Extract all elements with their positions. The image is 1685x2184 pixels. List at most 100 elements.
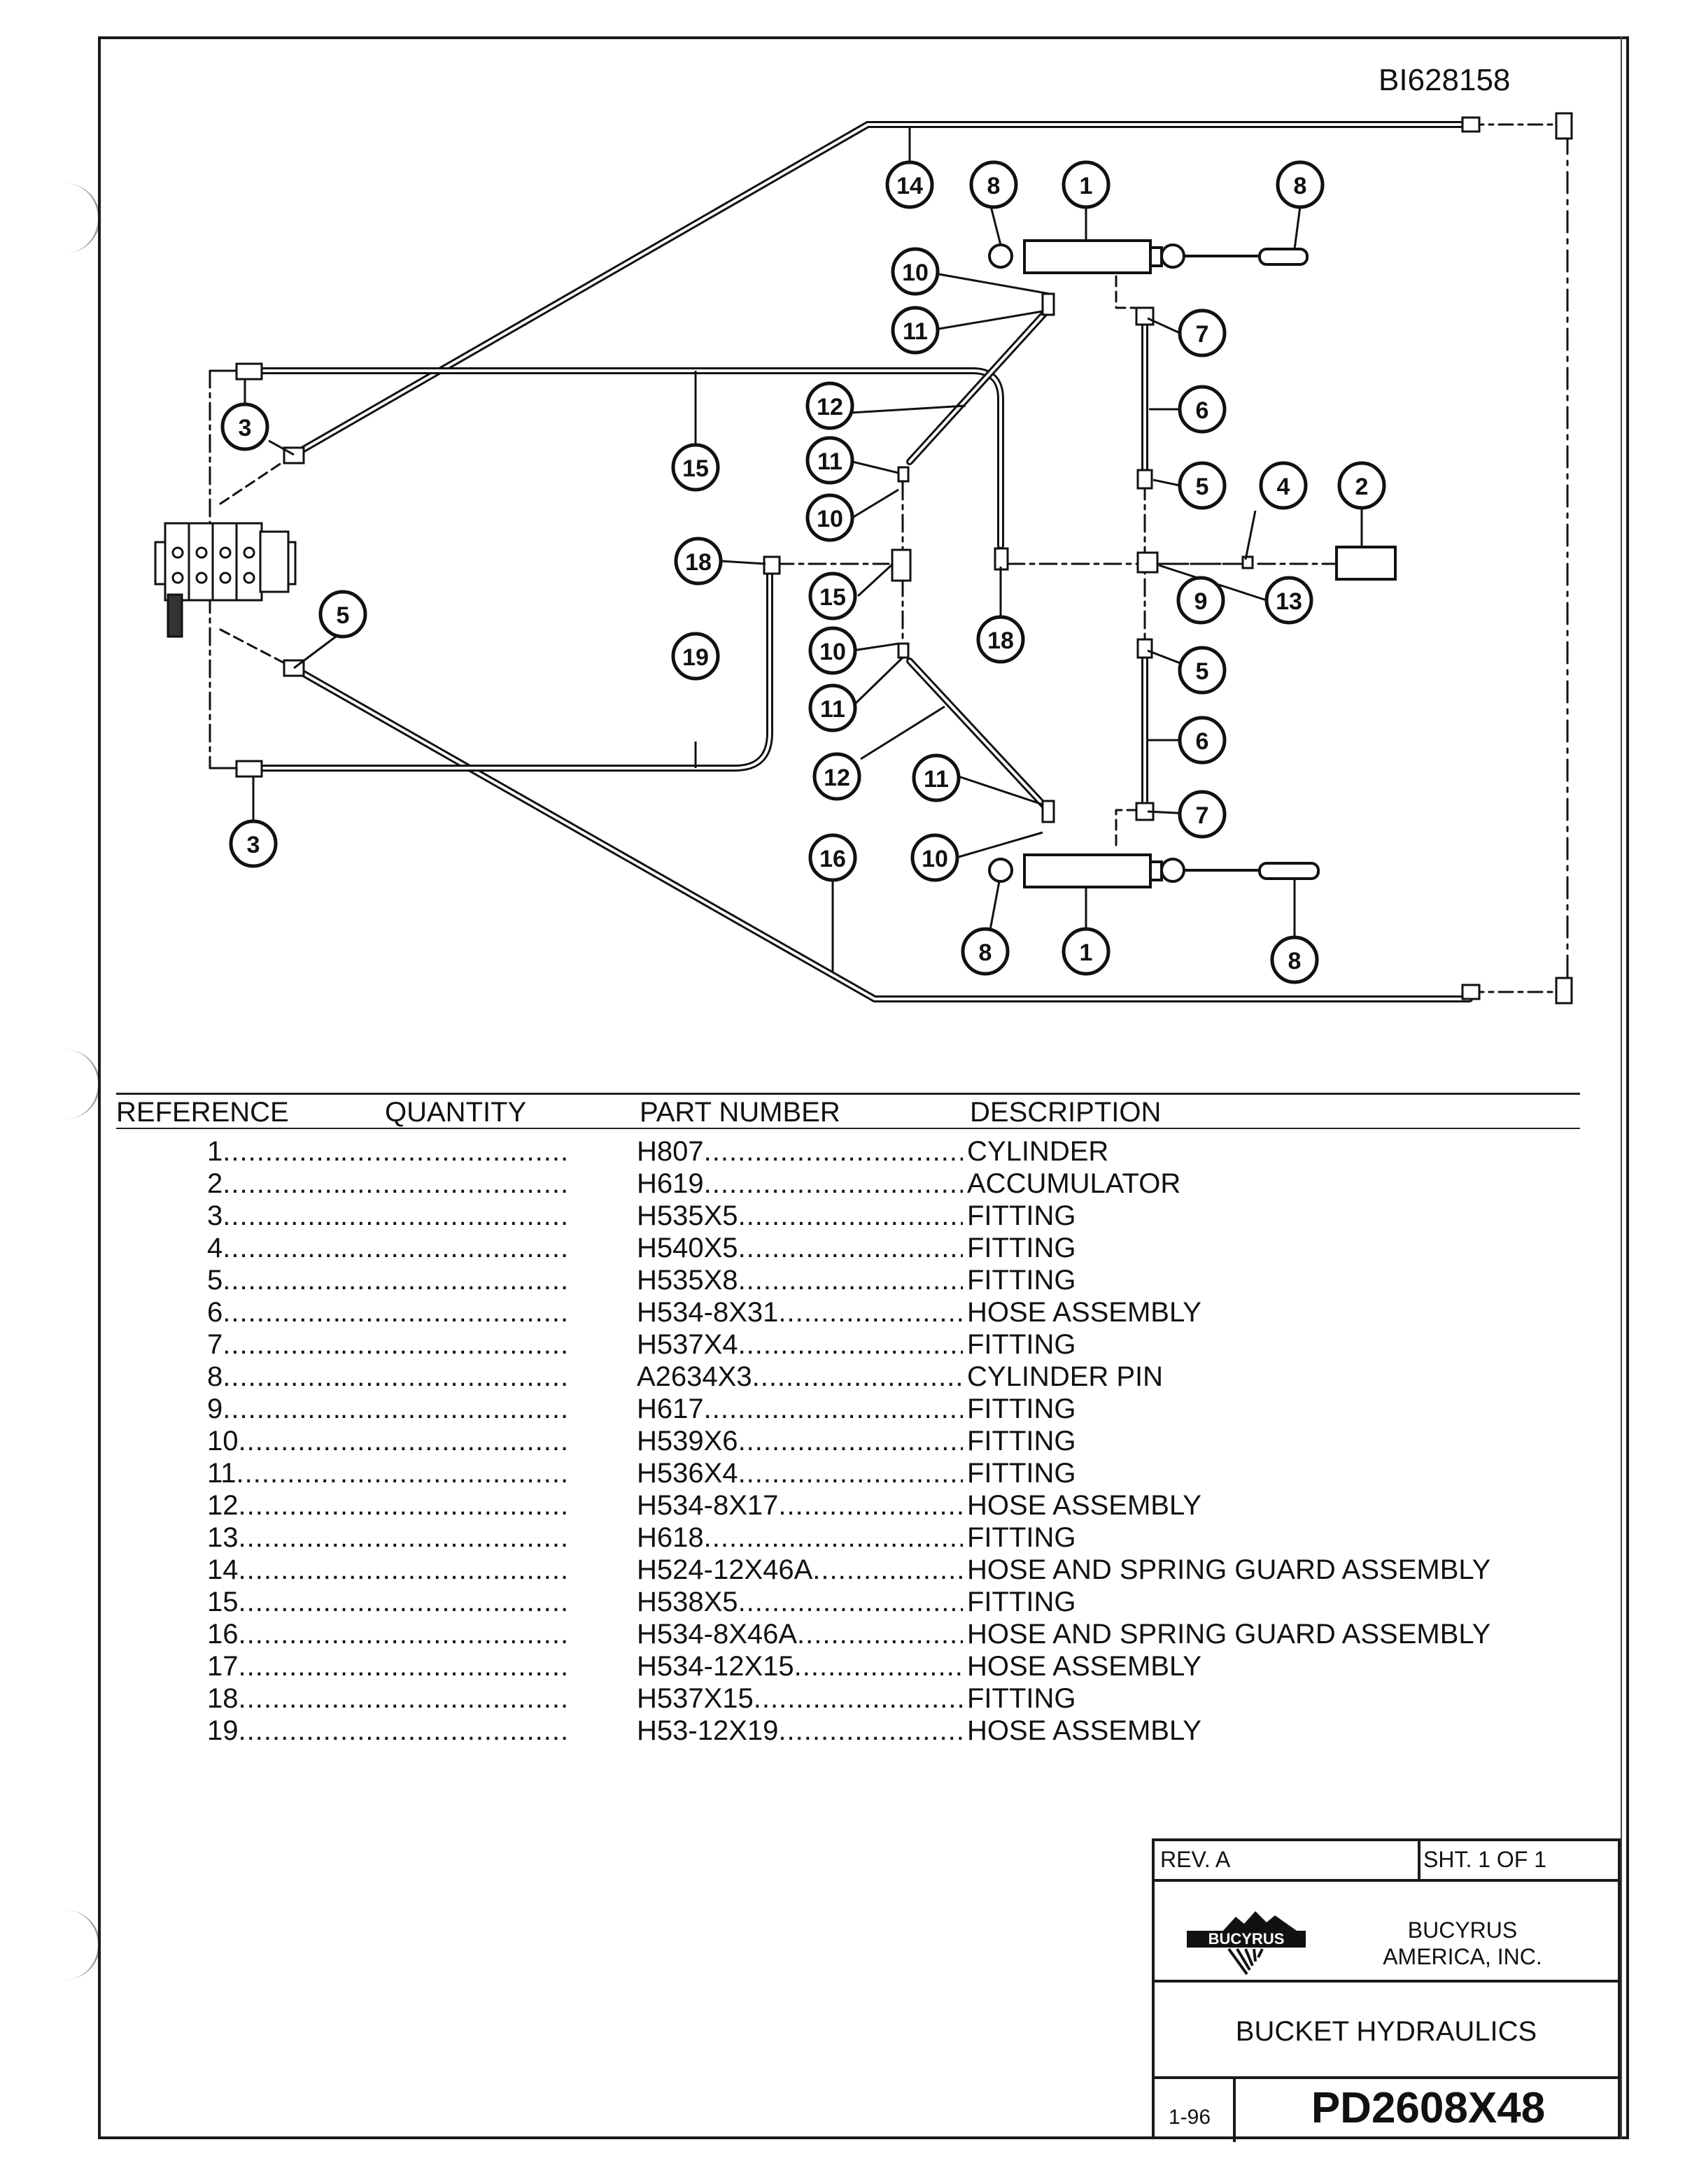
- callout-7: 7: [1178, 309, 1227, 357]
- leader-dots: ........................................…: [738, 1587, 963, 1617]
- leader-dots: ........................................…: [703, 1136, 963, 1167]
- cell-reference-text: 9: [207, 1394, 223, 1424]
- cell-reference-text: 2: [207, 1168, 223, 1199]
- leader-dots: ........................................…: [738, 1200, 963, 1231]
- leader-dots: ........................................…: [340, 1265, 571, 1296]
- cell-reference: 9.......................................…: [207, 1394, 340, 1425]
- callout-10: 10: [891, 247, 940, 296]
- callout-label: 8: [987, 173, 1001, 199]
- leader-dots: ........................................…: [340, 1329, 571, 1360]
- leader-dots: ........................................…: [703, 1522, 963, 1553]
- callout-14: 14: [885, 160, 934, 209]
- leader-dots: ........................................…: [778, 1715, 963, 1746]
- callout-label: 7: [1196, 802, 1209, 829]
- cell-description-text: FITTING: [967, 1394, 1076, 1424]
- cell-reference: 5.......................................…: [207, 1265, 340, 1296]
- cell-part-number-text: H524-12X46A: [637, 1554, 813, 1585]
- callout-label: 5: [1196, 658, 1209, 685]
- cell-reference-text: 1: [207, 1136, 223, 1167]
- cell-description-text: CYLINDER PIN: [967, 1361, 1164, 1392]
- cell-reference-text: 18: [207, 1683, 239, 1714]
- cell-reference: 17......................................…: [207, 1651, 340, 1682]
- header-part-number: PART NUMBER: [640, 1097, 840, 1128]
- cell-reference: 2.......................................…: [207, 1168, 340, 1200]
- hydraulic-schematic: 14 8 1 8 10 11 7 12 6 3 15 11 5 4 2 10 1…: [154, 112, 1573, 1005]
- leader-dots: ........................................…: [340, 1361, 571, 1392]
- callout-label: 8: [1294, 173, 1307, 199]
- cell-part-number-text: H538X5: [637, 1587, 738, 1617]
- accumulator: [1335, 546, 1397, 581]
- cell-part-number-text: H53-12X19: [637, 1715, 779, 1746]
- table-row: 19......................................…: [116, 1715, 1580, 1747]
- cell-reference-text: 16: [207, 1619, 239, 1650]
- cell-part-number: H536X4..................................…: [637, 1458, 963, 1489]
- callout-label: 15: [682, 455, 709, 482]
- cell-description: CYLINDER: [967, 1136, 1108, 1168]
- leader-dots: ........................................…: [753, 1683, 963, 1714]
- callout-8: 8: [1276, 160, 1325, 209]
- cell-description: HOSE ASSEMBLY: [967, 1651, 1201, 1682]
- leader-dots: ........................................…: [340, 1587, 571, 1617]
- cell-quantity: ........................................…: [340, 1329, 571, 1361]
- cell-part-number: H537X15.................................…: [637, 1683, 963, 1715]
- callout-15: 15: [808, 572, 857, 621]
- leader-dots: ........................................…: [738, 1233, 963, 1263]
- cell-part-number-text: H534-8X17: [637, 1490, 779, 1521]
- cell-quantity: ........................................…: [340, 1265, 571, 1296]
- leader-dots: ........................................…: [738, 1265, 963, 1296]
- callout-label: 5: [1196, 474, 1209, 500]
- table-row: 9.......................................…: [116, 1394, 1580, 1426]
- callout-11: 11: [808, 683, 857, 732]
- callout-label: 9: [1194, 588, 1208, 615]
- leader-dots: ........................................…: [703, 1168, 963, 1199]
- leader-dots: ........................................…: [340, 1683, 571, 1714]
- leader-dots: ........................................…: [778, 1297, 963, 1328]
- callout-5: 5: [1178, 646, 1227, 695]
- company-line-1: BUCYRUS: [1407, 1917, 1518, 1943]
- cell-reference: 15......................................…: [207, 1587, 340, 1618]
- leader-dots: ........................................…: [738, 1458, 963, 1489]
- date-code: 1-96: [1169, 2106, 1211, 2129]
- cell-part-number: A2634X3.................................…: [637, 1361, 963, 1393]
- callout-label: 11: [817, 448, 842, 475]
- table-row: 6.......................................…: [116, 1297, 1580, 1329]
- callout-label: 18: [685, 549, 712, 576]
- cell-quantity: ........................................…: [340, 1200, 571, 1232]
- callout-label: 6: [1196, 728, 1209, 755]
- title-block-divider: [1155, 1980, 1618, 1983]
- leader-dots: ........................................…: [223, 1233, 340, 1263]
- cell-part-number: H807....................................…: [637, 1136, 963, 1168]
- table-row: 7.......................................…: [116, 1329, 1580, 1361]
- callout-label: 1: [1080, 939, 1093, 966]
- leader-dots: ........................................…: [238, 1587, 341, 1617]
- table-row: 12......................................…: [116, 1490, 1580, 1522]
- cell-reference: 8.......................................…: [207, 1361, 340, 1393]
- cell-reference-text: 13: [207, 1522, 239, 1553]
- callout-label: 7: [1196, 321, 1209, 348]
- leader-dots: ........................................…: [703, 1394, 963, 1424]
- leader-dots: ........................................…: [340, 1619, 571, 1650]
- cell-description: FITTING: [967, 1683, 1076, 1715]
- table-row: 3.......................................…: [116, 1200, 1580, 1233]
- callout-label: 3: [239, 415, 252, 441]
- header-reference: REFERENCE: [116, 1097, 289, 1128]
- cell-quantity: ........................................…: [340, 1554, 571, 1586]
- cell-part-number: H534-12X15..............................…: [637, 1651, 963, 1682]
- callout-6: 6: [1178, 716, 1227, 765]
- title-block-divider: [1233, 2076, 1236, 2142]
- table-row: 5.......................................…: [116, 1265, 1580, 1297]
- callout-16: 16: [808, 833, 857, 882]
- cell-part-number-text: H535X8: [637, 1265, 738, 1296]
- cell-description-text: HOSE ASSEMBLY: [967, 1490, 1201, 1521]
- cell-quantity: ........................................…: [340, 1490, 571, 1522]
- cell-description-text: FITTING: [967, 1329, 1076, 1360]
- callout-1: 1: [1062, 160, 1111, 209]
- callout-6: 6: [1178, 385, 1227, 434]
- leader-dots: ........................................…: [223, 1265, 340, 1296]
- cell-description-text: HOSE ASSEMBLY: [967, 1715, 1201, 1746]
- cylinder-lower: [988, 853, 1320, 888]
- callout-11: 11: [891, 306, 940, 355]
- cell-description: CYLINDER PIN: [967, 1361, 1163, 1393]
- callout-3: 3: [220, 402, 269, 451]
- cell-quantity: ........................................…: [340, 1587, 571, 1618]
